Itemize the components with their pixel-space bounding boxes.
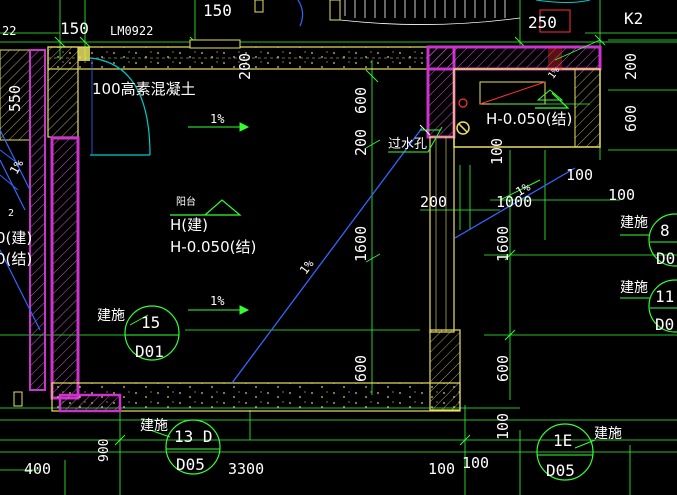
wall-bottom (51, 329, 461, 413)
dim-v-1600-a: 1600 (352, 226, 370, 262)
dim-v-200-right: 200 (622, 53, 640, 80)
dim-h-100-b: 100 (608, 186, 635, 204)
small-room-elev: H-0.050(结) (486, 110, 572, 128)
slope-label-1a: 1% (210, 112, 225, 126)
ref-r11-number: 11 (655, 287, 674, 306)
upper-clip-elements (254, 0, 591, 33)
door-code-clipped: 22 (2, 24, 16, 38)
jianshi-label-4: 建施 (620, 215, 648, 231)
dim-v-600-a: 600 (352, 87, 370, 114)
left-clip-sq: 2 (8, 208, 14, 219)
ref-13d-sheet: D05 (176, 455, 205, 474)
wall-right (426, 45, 602, 333)
jianshi-label-2: 建施 (140, 418, 168, 434)
ref-bubble-13d (165, 419, 221, 475)
room-name: 阳台 (176, 195, 196, 208)
dim-h-1000: 1000 (496, 193, 532, 211)
dim-top-150-center: 150 (203, 1, 232, 20)
ref-1e-sheet: D05 (546, 461, 575, 480)
left-clip-jie: 0(结) (0, 250, 32, 268)
drain-pipe-diagonal (231, 98, 576, 384)
slope-arrows (188, 122, 541, 315)
ref-bubble-15 (124, 305, 180, 361)
left-clip-550: 550 (6, 85, 24, 112)
dim-h-100-d: 100 (462, 454, 489, 472)
drain-hole-label: 过水孔 (388, 137, 427, 152)
dim-h-400: 400 (24, 460, 51, 478)
dim-v-1600-b: 1600 (494, 226, 512, 262)
ref-bubble-1e (536, 423, 594, 481)
dim-v-100-bottom: 100 (494, 413, 512, 440)
dim-h-200: 200 (420, 193, 447, 211)
left-edge-elements (0, 49, 46, 407)
room-elev-jian: H(建) (170, 216, 208, 234)
dim-h-100-c: 100 (428, 460, 455, 478)
dim-v-600-b: 600 (494, 355, 512, 382)
ref-bubble-r8 (648, 213, 677, 267)
dim-v-600-bottom: 600 (352, 355, 370, 382)
dim-h-3300: 3300 (228, 460, 264, 478)
left-clip-jian: 0(建) (0, 229, 32, 247)
wall-left (47, 46, 90, 400)
dim-v-600-right: 600 (622, 105, 640, 132)
ref-bubble-r11 (648, 279, 677, 333)
ref-13d-number: 13 D (174, 427, 213, 446)
dim-v-900: 900 (97, 439, 112, 462)
jianshi-label-1: 建施 (97, 308, 125, 324)
elevation-markers (170, 92, 570, 216)
slope-label-diag-main: 1% (297, 256, 317, 277)
dim-v-200-top: 200 (236, 53, 254, 80)
jianshi-label-3: 建施 (594, 426, 622, 442)
door-swing (89, 57, 151, 156)
room-elev-jie: H-0.050(结) (170, 238, 256, 256)
slope-label-left: 1% (7, 157, 27, 177)
ref-15-sheet: D01 (135, 342, 164, 361)
small-room-elements (479, 39, 601, 105)
ref-r8-sheet: D0 (656, 249, 675, 268)
upper-right-stairs (339, 0, 521, 25)
dim-top-250: 250 (528, 13, 557, 32)
dim-v-100-mid: 100 (488, 138, 506, 165)
ref-1e-number: 1E (553, 431, 572, 450)
ref-r11-sheet: D0 (655, 315, 674, 334)
door-code: LM0922 (110, 24, 153, 38)
text-layer: 150 150 250 LM0922 22 K2 100高素混凝土 1% 1% … (0, 1, 675, 480)
grid-label-k2: K2 (624, 9, 643, 28)
ref-15-number: 15 (141, 313, 160, 332)
jianshi-label-5: 建施 (620, 280, 648, 296)
leader-lines (129, 126, 650, 449)
slope-label-right: 1% (513, 179, 533, 199)
dim-top-150-left: 150 (60, 19, 89, 38)
concrete-note: 100高素混凝土 (92, 80, 196, 98)
dim-h-100-a: 100 (566, 166, 593, 184)
ref-r8-number: 8 (660, 221, 670, 240)
slope-label-1b: 1% (210, 294, 225, 308)
dim-v-200-b: 200 (352, 129, 370, 156)
